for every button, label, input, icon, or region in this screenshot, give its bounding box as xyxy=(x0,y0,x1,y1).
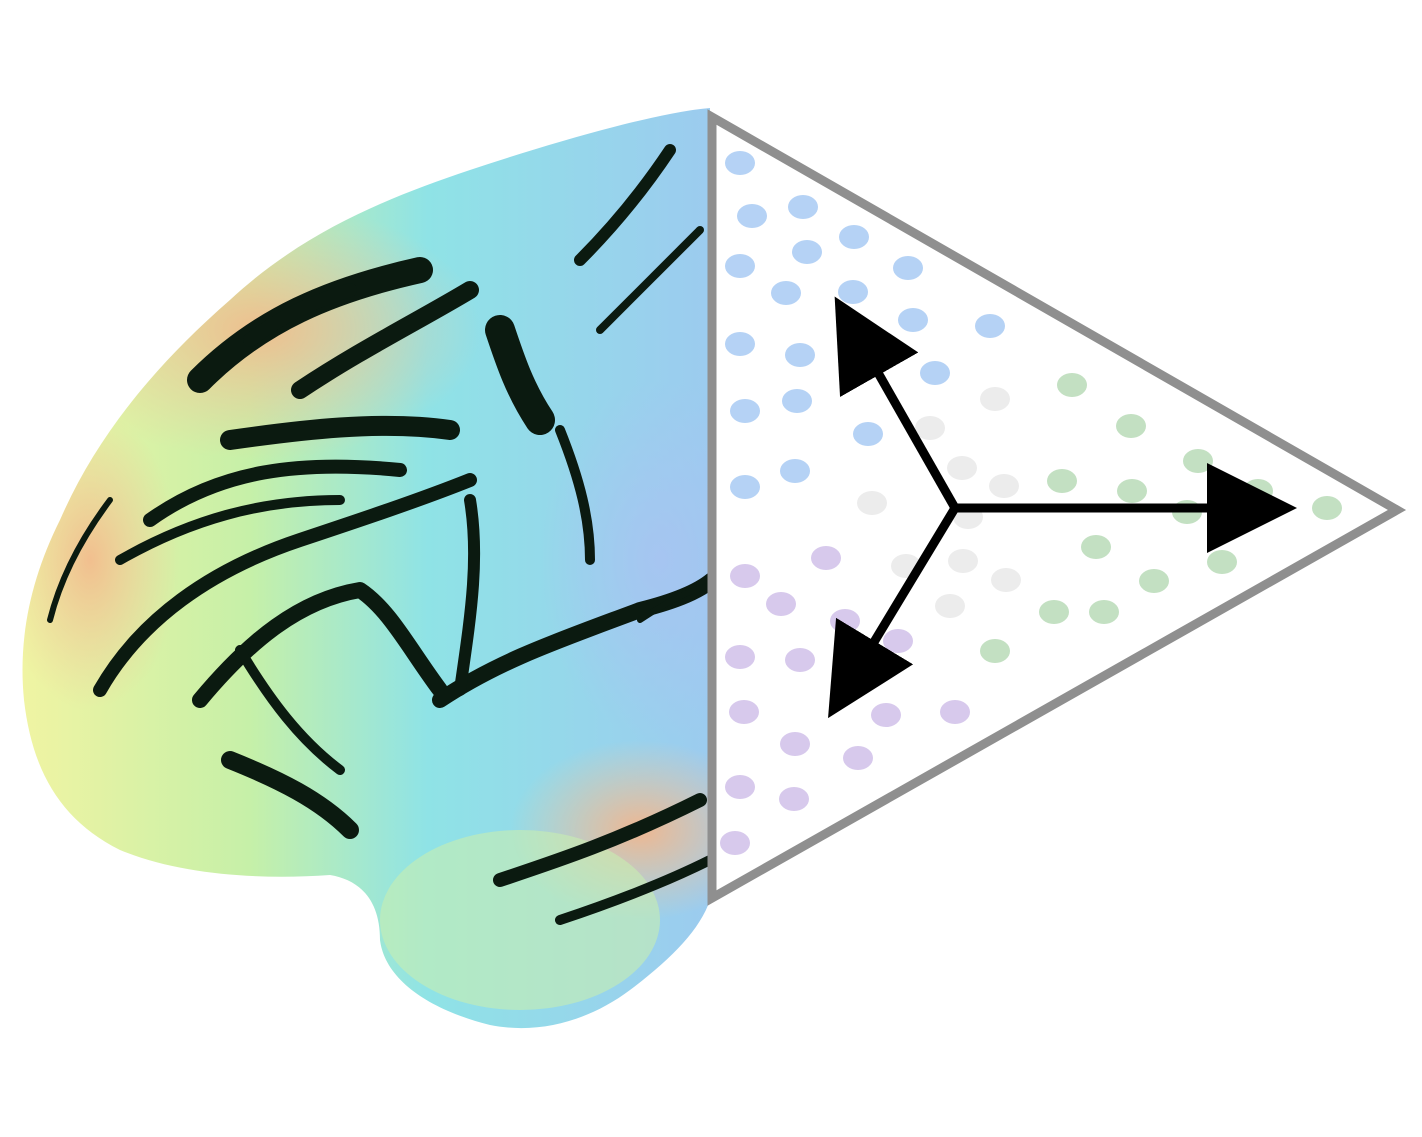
dot-top-4 xyxy=(725,254,755,278)
arrow-down-left xyxy=(828,505,959,719)
dot-right-13 xyxy=(980,639,1010,663)
dot-right-6 xyxy=(1243,479,1273,503)
dot-right-0 xyxy=(1057,373,1087,397)
dot-right-10 xyxy=(1139,569,1169,593)
dot-right-12 xyxy=(1089,600,1119,624)
dot-top-19 xyxy=(780,459,810,483)
dot-right-7 xyxy=(1312,496,1342,520)
dot-top-16 xyxy=(782,389,812,413)
dot-bottom-1 xyxy=(811,546,841,570)
dot-bottom-14 xyxy=(720,831,750,855)
dot-bottom-12 xyxy=(725,775,755,799)
dot-bottom-10 xyxy=(780,732,810,756)
dot-top-12 xyxy=(785,343,815,367)
dot-top-6 xyxy=(893,256,923,280)
dot-top-10 xyxy=(975,314,1005,338)
dot-right-8 xyxy=(1081,535,1111,559)
dot-center-6 xyxy=(991,568,1021,592)
dot-center-5 xyxy=(948,549,978,573)
arrow-up-left xyxy=(834,296,959,511)
cluster-dots-right xyxy=(980,373,1342,663)
dot-top-9 xyxy=(898,308,928,332)
dot-top-18 xyxy=(730,475,760,499)
gradient-axes-arrows xyxy=(828,296,1297,719)
dot-right-11 xyxy=(1039,600,1069,624)
dot-bottom-7 xyxy=(729,700,759,724)
dot-bottom-2 xyxy=(766,592,796,616)
dot-right-4 xyxy=(1117,479,1147,503)
brain-cortex-icon xyxy=(22,108,710,1029)
dot-right-3 xyxy=(1047,469,1077,493)
dot-bottom-4 xyxy=(883,629,913,653)
dot-center-1 xyxy=(915,416,945,440)
dot-center-2 xyxy=(947,456,977,480)
dot-bottom-0 xyxy=(730,564,760,588)
dot-top-5 xyxy=(792,240,822,264)
dot-top-17 xyxy=(853,422,883,446)
dot-center-4 xyxy=(857,491,887,515)
cluster-dots-center xyxy=(857,387,1021,618)
dot-bottom-3 xyxy=(830,609,860,633)
dot-right-1 xyxy=(1116,414,1146,438)
dot-bottom-13 xyxy=(779,787,809,811)
dot-bottom-5 xyxy=(725,645,755,669)
dot-right-9 xyxy=(1207,550,1237,574)
dot-bottom-6 xyxy=(785,648,815,672)
dot-center-8 xyxy=(935,594,965,618)
dot-top-0 xyxy=(725,151,755,175)
dot-top-7 xyxy=(771,281,801,305)
dot-top-11 xyxy=(725,332,755,356)
dot-center-3 xyxy=(989,474,1019,498)
dot-top-3 xyxy=(839,225,869,249)
dot-top-2 xyxy=(788,195,818,219)
dot-top-14 xyxy=(920,361,950,385)
dot-bottom-9 xyxy=(940,700,970,724)
dot-top-15 xyxy=(730,399,760,423)
dot-top-8 xyxy=(838,280,868,304)
dot-bottom-11 xyxy=(843,746,873,770)
dot-center-0 xyxy=(980,387,1010,411)
dot-top-1 xyxy=(737,204,767,228)
dot-right-2 xyxy=(1183,449,1213,473)
dot-bottom-8 xyxy=(871,703,901,727)
